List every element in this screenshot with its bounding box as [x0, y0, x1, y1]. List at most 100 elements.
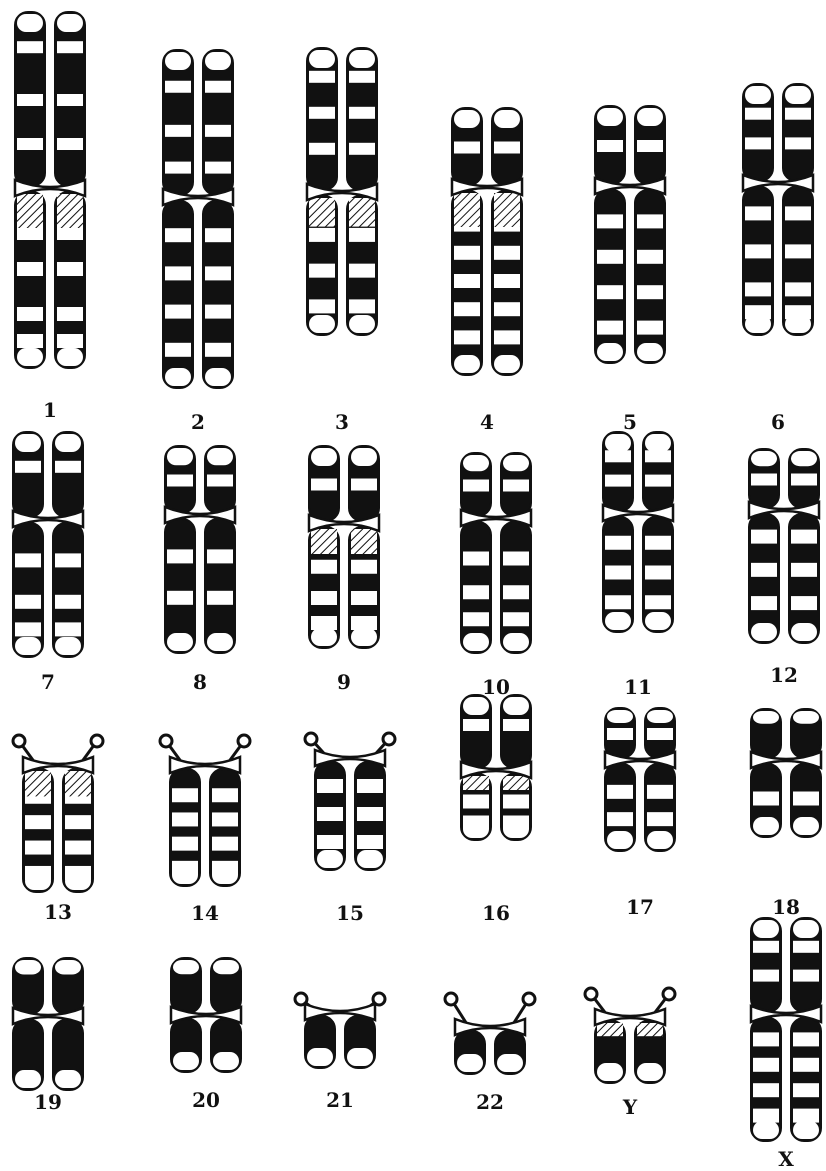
heterochromatin-region	[503, 776, 529, 790]
q-band	[454, 302, 480, 316]
q-band	[55, 595, 81, 609]
p-band	[785, 137, 811, 149]
centromere	[15, 180, 85, 196]
p-band	[165, 125, 191, 137]
q-band	[647, 812, 673, 826]
q-arm-tip	[347, 1048, 373, 1066]
q-arm-tip	[494, 355, 520, 373]
q-band	[57, 226, 83, 240]
p-band	[309, 71, 335, 83]
chromosome-label: 2	[168, 412, 228, 432]
q-arm-tip	[307, 1048, 333, 1066]
p-band	[309, 143, 335, 155]
q-band	[753, 1109, 779, 1123]
q-arm-tip	[311, 628, 337, 646]
heterochromatin-region	[597, 1023, 623, 1036]
q-arm-tip	[751, 623, 777, 641]
p-arm-tip	[167, 448, 193, 465]
chromosome-label: 15	[320, 903, 380, 923]
chromosome-11	[603, 432, 673, 632]
q-arm-tip	[205, 368, 231, 386]
chromosome-label: 21	[310, 1090, 370, 1110]
p-band	[349, 143, 375, 155]
p-arm-tip	[597, 108, 623, 126]
p-band	[17, 138, 43, 150]
p-band	[463, 480, 489, 492]
p-arm-right	[347, 48, 377, 190]
q-band	[65, 841, 91, 855]
q-arm-tip	[791, 623, 817, 641]
p-band	[454, 142, 480, 154]
chromosome-16	[461, 695, 531, 840]
chromosome-9	[309, 446, 379, 648]
q-band	[167, 549, 193, 563]
q-band	[25, 841, 51, 855]
satellite-knob	[445, 993, 457, 1005]
q-band	[17, 262, 43, 276]
q-band	[503, 816, 529, 830]
p-band	[207, 475, 233, 487]
centromere	[751, 752, 821, 768]
chromosome-label: 10	[466, 677, 526, 697]
p-band	[17, 94, 43, 106]
q-band	[351, 560, 377, 574]
chromosome-x	[751, 918, 821, 1141]
p-band	[15, 461, 41, 473]
p-band	[463, 719, 489, 731]
q-band	[503, 552, 529, 566]
q-arm-tip	[165, 368, 191, 386]
p-band	[605, 475, 631, 487]
q-arm-tip	[167, 633, 193, 651]
heterochromatin-region	[17, 194, 43, 228]
q-arm-tip	[753, 817, 779, 835]
q-band	[65, 815, 91, 829]
p-arm-tip	[637, 108, 663, 126]
q-arm-tip	[457, 1054, 483, 1072]
q-band	[15, 595, 41, 609]
satellite-knob	[238, 735, 250, 747]
q-arm-tip	[207, 633, 233, 651]
q-band	[597, 214, 623, 228]
q-arm-tip	[793, 1121, 819, 1139]
centromere	[605, 752, 675, 768]
q-arm-tip	[597, 343, 623, 361]
p-band	[645, 450, 671, 462]
p-arm-tip	[351, 448, 377, 466]
p-band	[785, 108, 811, 120]
q-band	[753, 1058, 779, 1072]
heterochromatin-region	[494, 193, 520, 227]
q-arm-tip	[497, 1054, 523, 1072]
p-band	[645, 475, 671, 487]
p-arm-tip	[753, 920, 779, 938]
p-band	[57, 138, 83, 150]
p-band	[751, 474, 777, 486]
p-arm-tip	[647, 710, 673, 723]
p-band	[349, 107, 375, 119]
q-band	[17, 226, 43, 240]
p-band	[205, 125, 231, 137]
p-arm-tip	[793, 711, 819, 724]
q-band	[17, 307, 43, 321]
chromosome-label: 1	[20, 400, 80, 420]
chromosome-label: 17	[610, 897, 670, 917]
q-band	[791, 530, 817, 544]
p-band	[607, 728, 633, 740]
chromosome-label: Y	[600, 1097, 660, 1117]
q-band	[607, 785, 633, 799]
heterochromatin-region	[309, 198, 335, 227]
p-band	[494, 142, 520, 154]
chromosome-label: 16	[466, 903, 526, 923]
p-arm-tip	[15, 434, 41, 452]
q-arm-tip	[637, 1063, 663, 1081]
q-band	[15, 622, 41, 636]
q-band	[207, 591, 233, 605]
p-arm-tip	[55, 434, 81, 452]
satellite-knob	[585, 988, 597, 1000]
q-band	[793, 1083, 819, 1097]
p-band	[57, 94, 83, 106]
p-arm-tip	[173, 960, 199, 974]
centromere	[743, 175, 813, 191]
q-band	[351, 616, 377, 630]
chromosome-label: 8	[170, 672, 230, 692]
